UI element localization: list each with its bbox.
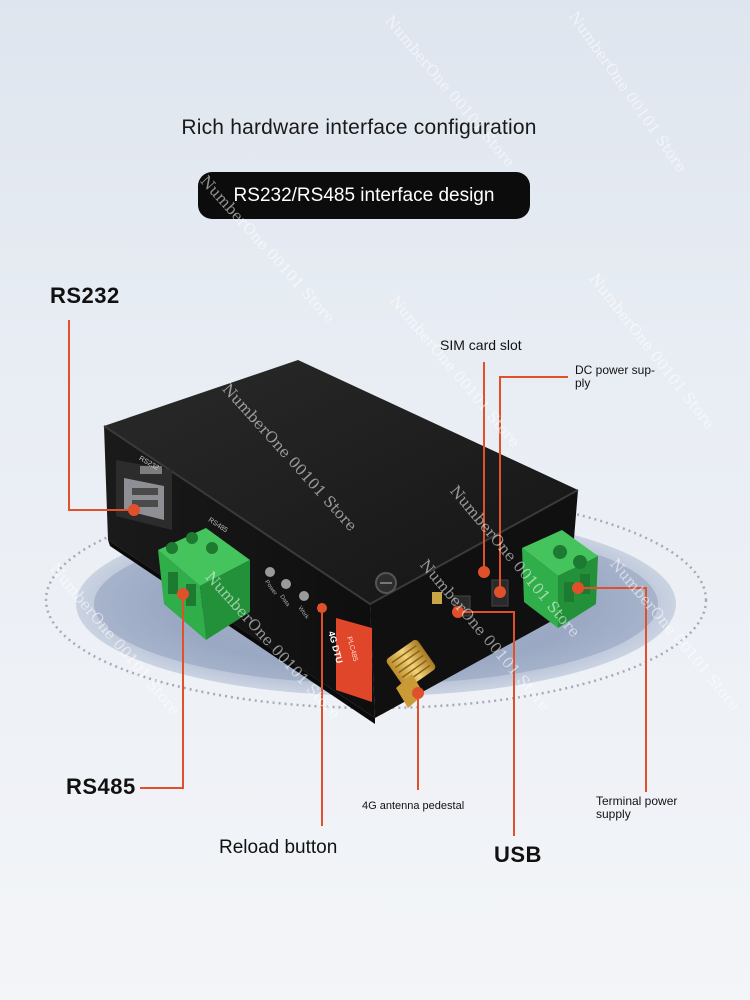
subheading-pill: RS232/RS485 interface design (198, 172, 530, 219)
callout-lines (68, 320, 647, 836)
label-terminal-power-line2: supply (596, 807, 631, 821)
label-dc-power-line1: DC power sup- (575, 363, 656, 377)
label-usb: USB (494, 842, 542, 867)
label-reload-button: Reload button (219, 837, 338, 858)
status-leds (265, 567, 309, 601)
power-terminal (522, 530, 598, 628)
page-heading: Rich hardware interface configuration (181, 116, 537, 139)
label-antenna: 4G antenna pedestal (362, 800, 465, 812)
rs485-terminal (158, 528, 250, 640)
sim-slot (432, 592, 442, 604)
antenna-connector (386, 639, 436, 708)
label-sim-card-slot: SIM card slot (440, 337, 522, 353)
label-terminal-power-line1: Terminal power (596, 794, 678, 808)
label-rs232: RS232 (50, 283, 120, 308)
product-badge (336, 618, 372, 702)
subheading-text: RS232/RS485 interface design (233, 184, 495, 206)
label-rs485: RS485 (66, 774, 136, 799)
label-dc-power-line2: ply (575, 376, 591, 390)
